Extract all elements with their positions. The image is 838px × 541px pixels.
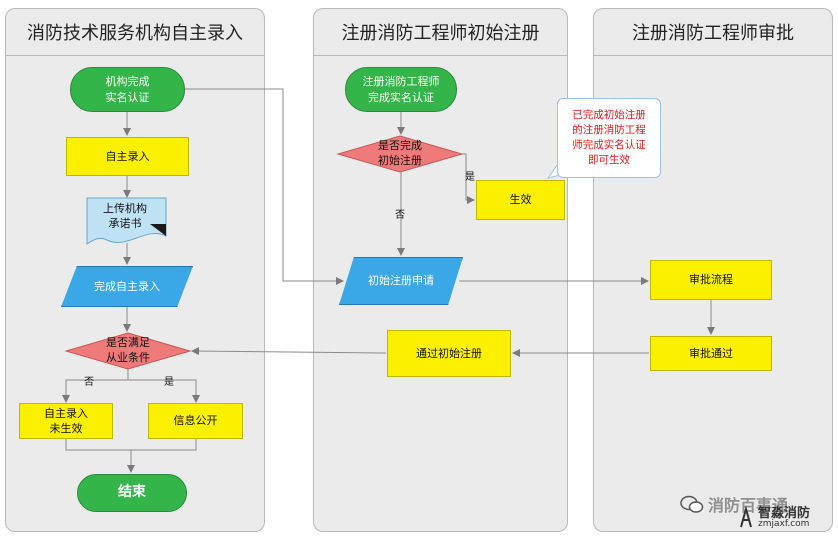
edge-label-no: 否 xyxy=(395,210,405,221)
node-approve-pass: 审批通过 xyxy=(650,336,772,371)
node-effective: 生效 xyxy=(476,180,565,220)
wechat-icon xyxy=(680,495,704,513)
decision-init-done-label: 是否完成初始注册 xyxy=(378,139,422,167)
node-self-entry: 自主录入 xyxy=(66,137,189,176)
document-upload-shape xyxy=(86,197,167,245)
edge-label-no: 否 xyxy=(84,377,94,388)
node-not-effective: 自主录入未生效 xyxy=(19,403,113,439)
callout-note: 已完成初始注册 的注册消防工程 师完成实名认证 即可生效 xyxy=(557,98,661,178)
edge-label-yes: 是 xyxy=(465,172,475,183)
node-info-public: 信息公开 xyxy=(148,403,243,439)
lane-title: 注册消防工程师审批 xyxy=(594,9,832,56)
node-init-apply: 初始注册申请 xyxy=(339,257,463,305)
lane-approval: 注册消防工程师审批 xyxy=(593,8,833,532)
wechat-watermark: 消防百事通 xyxy=(680,492,788,516)
watermark-brand: 智淼消防 xyxy=(758,506,811,521)
decision-meet-condition-label: 是否满足从业条件 xyxy=(106,336,150,364)
lane-title: 注册消防工程师初始注册 xyxy=(314,9,567,56)
document-fold-icon xyxy=(150,224,166,236)
edge-label-yes: 是 xyxy=(164,377,174,388)
node-engineer-verify: 注册消防工程师完成实名认证 xyxy=(345,67,457,112)
watermark-account: 消防百事通 xyxy=(708,496,789,515)
node-upload-doc-label: 上传机构承诺书 xyxy=(103,202,147,230)
lane-title: 消防技术服务机构自主录入 xyxy=(6,9,264,56)
decision-init-done-shape xyxy=(336,135,464,173)
node-org-verify: 机构完成实名认证 xyxy=(70,67,185,112)
node-end: 结束 xyxy=(77,474,187,512)
brand-watermark: 智淼消防 zmjaxf.com xyxy=(738,505,810,531)
brand-logo-icon xyxy=(740,505,752,528)
watermark-site: zmjaxf.com xyxy=(758,519,810,529)
node-approve-flow: 审批流程 xyxy=(650,260,772,300)
node-complete-entry: 完成自主录入 xyxy=(61,266,193,307)
node-pass-init: 通过初始注册 xyxy=(387,330,511,377)
